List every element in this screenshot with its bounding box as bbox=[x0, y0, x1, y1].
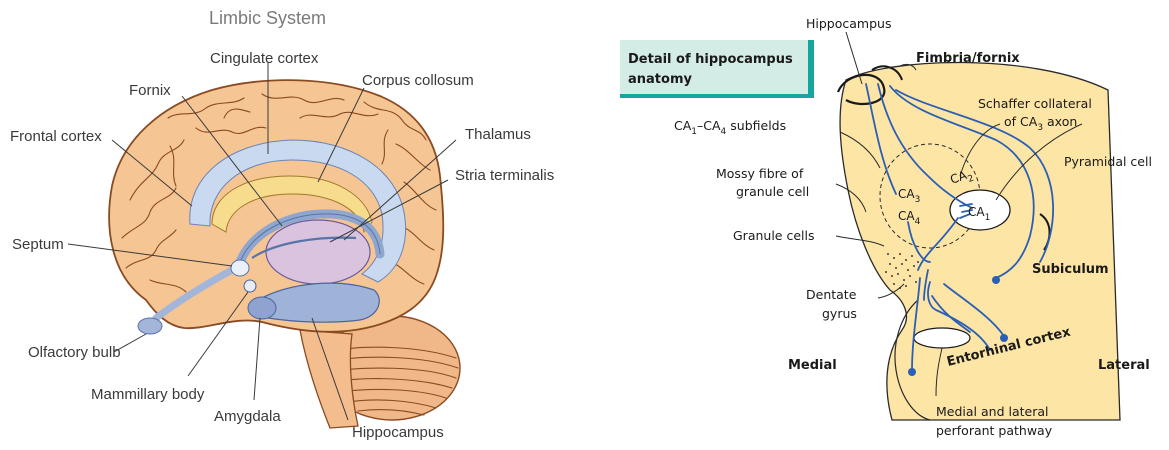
label-pathway-line2: perforant pathway bbox=[936, 423, 1053, 438]
label-pyramidal-cell: Pyramidal cell bbox=[1064, 154, 1152, 169]
brainstem bbox=[300, 330, 358, 428]
label-septum: Septum bbox=[12, 236, 64, 253]
label-medial: Medial bbox=[788, 358, 837, 373]
label-frontal-cortex: Frontal cortex bbox=[10, 128, 102, 145]
label-stria-terminalis: Stria terminalis bbox=[455, 167, 554, 184]
hippocampal-region bbox=[840, 62, 1120, 420]
label-amygdala: Amygdala bbox=[214, 408, 281, 425]
label-dentate-line2: gyrus bbox=[822, 306, 857, 321]
label-olfactory-bulb: Olfactory bulb bbox=[28, 344, 121, 361]
olfactory-bulb bbox=[138, 318, 162, 334]
label-mammillary-body: Mammillary body bbox=[91, 386, 205, 403]
label-thalamus: Thalamus bbox=[465, 126, 531, 143]
label-ca-subfields: CA1–CA4 subfields bbox=[674, 118, 786, 137]
detail-title-line1: Detail of hippocampus bbox=[628, 52, 793, 67]
label-mossy-line2: granule cell bbox=[736, 184, 809, 199]
label-hippocampus-left: Hippocampus bbox=[352, 424, 444, 441]
septum bbox=[231, 260, 249, 276]
label-cingulate-cortex: Cingulate cortex bbox=[210, 50, 319, 67]
limbic-system-diagram: Limbic System bbox=[10, 8, 554, 441]
label-pathway-line1: Medial and lateral bbox=[936, 404, 1048, 419]
mammillary-structure bbox=[244, 280, 256, 292]
label-lateral: Lateral bbox=[1098, 358, 1150, 373]
label-granule-cells: Granule cells bbox=[733, 228, 815, 243]
detail-title-box: Detail of hippocampus anatomy bbox=[620, 40, 814, 98]
label-schaffer-line1: Schaffer collateral bbox=[978, 96, 1092, 111]
entorhinal-region bbox=[914, 328, 970, 348]
amygdala-structure bbox=[248, 297, 276, 319]
limbic-title: Limbic System bbox=[209, 8, 326, 28]
hippocampus-detail-diagram: Detail of hippocampus anatomy bbox=[620, 16, 1152, 438]
label-subiculum: Subiculum bbox=[1032, 262, 1109, 277]
detail-title-line2: anatomy bbox=[628, 72, 692, 87]
label-hippocampus-right: Hippocampus bbox=[806, 16, 891, 31]
label-mossy-line1: Mossy fibre of bbox=[716, 166, 804, 181]
label-fornix: Fornix bbox=[129, 82, 171, 99]
label-dentate-line1: Dentate bbox=[806, 287, 857, 302]
label-fimbria-fornix: Fimbria/fornix bbox=[916, 51, 1020, 66]
label-corpus-collosum: Corpus collosum bbox=[362, 72, 474, 89]
